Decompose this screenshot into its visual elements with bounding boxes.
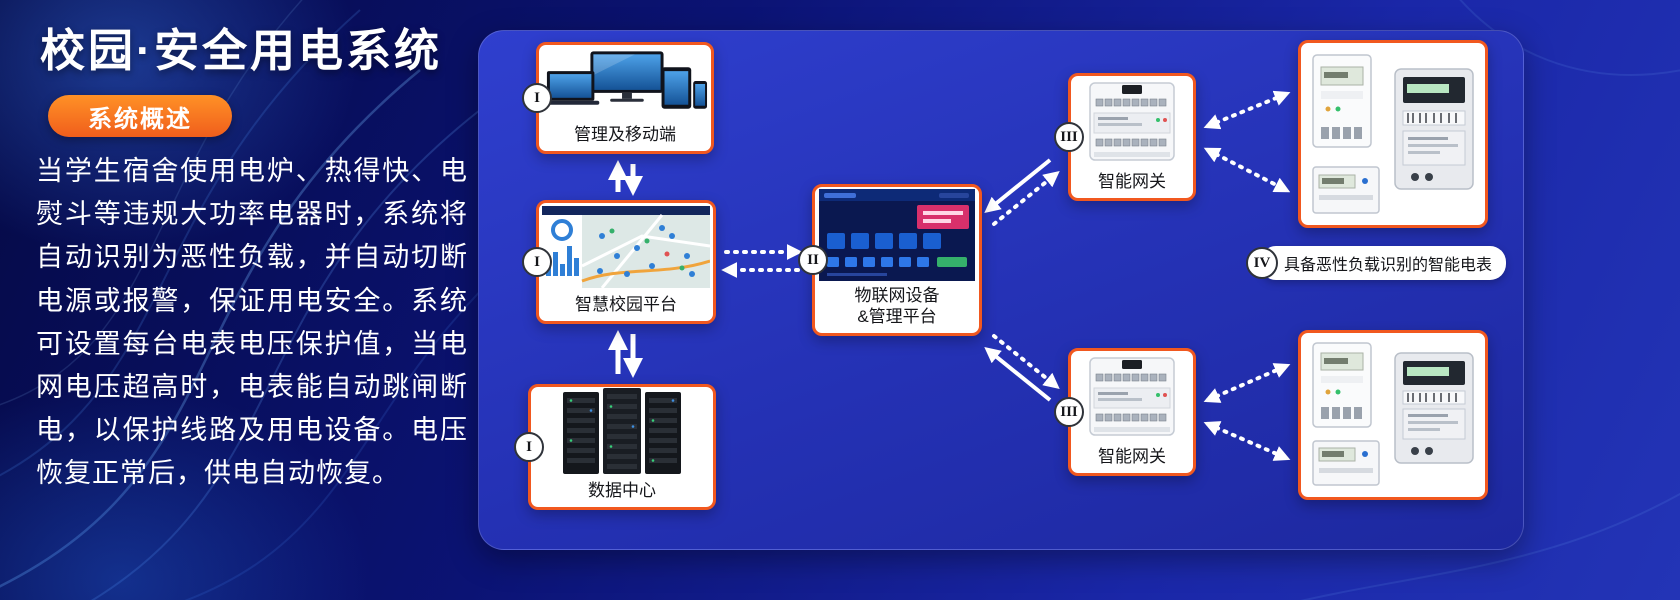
iot-screen-illustration: [815, 187, 979, 283]
page-title: 校园·安全用电系统: [40, 25, 442, 76]
system-description-text: 当学生宿舍使用电炉、热得快、电熨斗等违规大功率电器时，系统将自动识别为恶性负载，…: [36, 156, 468, 490]
node-gateway-bottom: III: [1054, 348, 1196, 476]
node-datacenter: I: [514, 384, 716, 510]
node-label: 管理及移动端: [574, 124, 676, 144]
numeral-badge: IV: [1246, 247, 1278, 279]
numeral-badge: I: [514, 432, 544, 462]
meters-caption: IV 具备恶性负载识别的智能电表: [1246, 246, 1507, 280]
node-label-line1: 物联网设备: [854, 285, 940, 305]
gateway-illustration: [1071, 351, 1193, 444]
meters-illustration: [1301, 333, 1485, 497]
node-meters-bottom: [1298, 330, 1488, 500]
node-label: 数据中心: [588, 480, 656, 500]
numeral-badge: I: [522, 83, 552, 113]
node-label: 物联网设备 &管理平台: [853, 283, 942, 334]
meters-caption-label: 具备恶性负载识别的智能电表: [1260, 246, 1507, 280]
node-campus-platform: I: [522, 200, 716, 324]
server-rack-illustration: [531, 387, 713, 478]
meters-illustration: [1301, 43, 1485, 225]
numeral-badge: I: [522, 247, 552, 277]
node-label: 智能网关: [1098, 446, 1166, 466]
node-label: 智慧校园平台: [575, 294, 677, 314]
node-label: 智能网关: [1098, 171, 1166, 191]
numeral-badge: III: [1054, 122, 1084, 152]
devices-illustration: [539, 45, 711, 122]
gateway-illustration: [1071, 76, 1193, 169]
numeral-badge: II: [798, 245, 828, 275]
numeral-badge: III: [1054, 397, 1084, 427]
dashboard-illustration: [539, 203, 713, 292]
node-label-line2: &管理平台: [857, 306, 937, 326]
node-meters-top: [1298, 40, 1488, 228]
node-iot-platform: II: [798, 184, 982, 336]
node-management: I 管理及移动端: [522, 42, 714, 154]
node-gateway-top: III: [1054, 73, 1196, 201]
section-overview-badge: 系统概述: [48, 95, 232, 137]
